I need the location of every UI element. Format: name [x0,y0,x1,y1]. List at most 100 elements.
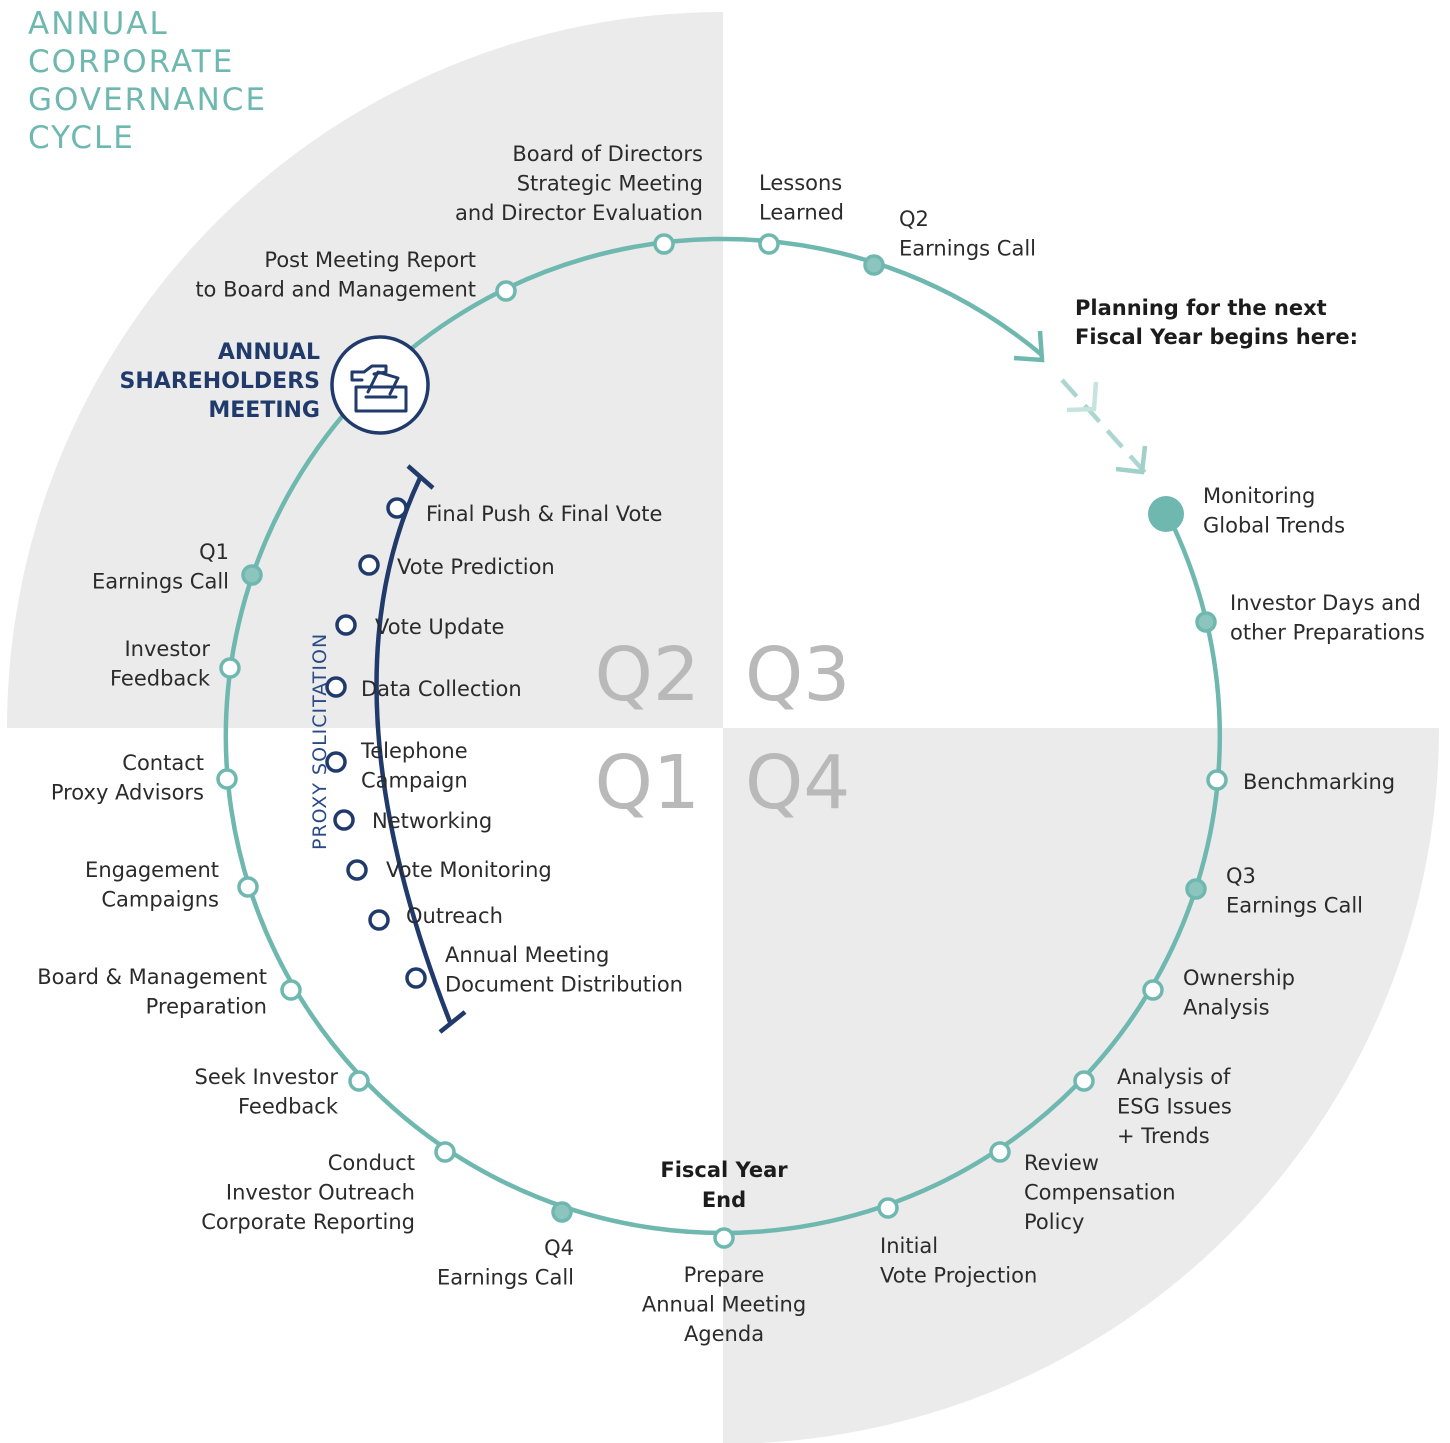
cycle-event-label-line: Investor Days and [1230,591,1421,615]
cycle-arc [223,236,1222,1236]
cycle-node [713,1227,735,1249]
cycle-node [989,1141,1011,1163]
proxy-step-label-line: Vote Monitoring [386,858,552,882]
cycle-node [551,1201,573,1223]
cycle-event-label-line: Strategic Meeting [517,172,703,196]
cycle-node [1185,878,1207,900]
proxy-step-label-line: Outreach [406,904,503,928]
cycle-event-label-line: Campaigns [101,888,219,912]
cycle-event-label-line: Earnings Call [92,570,229,594]
cycle-event-label-line: Feedback [110,667,211,691]
cycle-event-label-line: to Board and Management [195,278,476,302]
cycle-event-label-line: Post Meeting Report [264,248,476,272]
cycle-event-label-line: Q2 [899,207,929,231]
cycle-event-label-line: and Director Evaluation [455,201,703,225]
proxy-step-node [368,909,390,931]
fiscal-year-end-label: Fiscal Year End [660,1158,788,1212]
cycle-event-label-line: other Preparations [1230,621,1425,645]
cycle-event-label-line: Analysis [1183,996,1270,1020]
proxy-solicitation-title: PROXY SOLICITATION [309,633,331,850]
proxy-step-node [325,751,347,773]
quarter-label-q1: Q1 [595,740,700,826]
cycle-event-label-line: Analysis of [1117,1065,1231,1089]
cycle-node [219,657,241,679]
cycle-node [495,280,517,302]
cycle-node [877,1197,899,1219]
proxy-step-label-line: Networking [372,809,492,833]
cycle-event-label-line: Conduct [328,1151,415,1175]
proxy-nodes [325,497,427,989]
cycle-event-label-line: Lessons [759,171,842,195]
cycle-event-label-line: Q4 [544,1236,574,1260]
cycle-event-label-line: Learned [759,201,844,225]
proxy-step-label-line: Vote Prediction [397,555,555,579]
title-line: GOVERNANCE [28,82,267,118]
proxy-step-label: Data Collection [361,677,522,701]
quarter-label-q2: Q2 [595,632,700,718]
cycle-node [1195,611,1217,633]
cycle-node [348,1070,370,1092]
cycle-event-label-line: Ownership [1183,966,1295,990]
cycle-event-label-line: Proxy Advisors [51,781,204,805]
cycle-node [434,1141,456,1163]
cycle-event-label-line: Vote Projection [880,1264,1037,1288]
cycle-event-label: Benchmarking [1243,770,1395,794]
proxy-step-label: Final Push & Final Vote [426,502,662,526]
start-node [1148,496,1184,532]
proxy-step-label-line: Document Distribution [445,973,683,997]
cycle-event-label-line: Feedback [238,1095,339,1119]
cycle-event-label-line: Board of Directors [512,142,703,166]
proxy-step-node [386,497,408,519]
cycle-node [280,979,302,1001]
proxy-step-node [358,554,380,576]
cycle-event-label-line: Q3 [1226,864,1256,888]
fiscal-year-end-line: Fiscal Year [660,1158,788,1182]
cycle-event-label-line: Policy [1024,1210,1084,1234]
annual-shareholders-meeting: ANNUAL SHAREHOLDERS MEETING [120,335,430,435]
cycle-event-label-line: Initial [880,1234,938,1258]
quarter-label-q3: Q3 [745,632,850,718]
cycle-event-label-line: Earnings Call [1226,894,1363,918]
proxy-step-node [335,614,357,636]
proxy-step-label-line: Data Collection [361,677,522,701]
proxy-step-node [405,967,427,989]
cycle-event-label-line: Board & Management [37,965,267,989]
title-line: CORPORATE [28,44,234,80]
cycle-event-label-line: Prepare [684,1263,765,1287]
cycle-event-label-line: Global Trends [1203,514,1345,538]
cycle-node [863,254,885,276]
cycle-event-label-line: Earnings Call [437,1266,574,1290]
meeting-label-line: MEETING [208,398,320,423]
proxy-step-node [346,859,368,881]
cycle-node [241,564,263,586]
cycle-event-label: Investor Days and other Preparations [1230,591,1425,645]
proxy-step-node [325,676,347,698]
proxy-step-label-line: Telephone [360,739,468,763]
meeting-label-line: SHAREHOLDERS [120,369,320,394]
cycle-node [237,876,259,898]
diagram-title: ANNUAL CORPORATE GOVERNANCE CYCLE [28,6,267,156]
proxy-step-label: Vote Prediction [397,555,555,579]
cycle-event-label-line: Engagement [85,858,219,882]
cycle-node [1206,769,1228,791]
proxy-step-label-line: Campaign [361,769,468,793]
